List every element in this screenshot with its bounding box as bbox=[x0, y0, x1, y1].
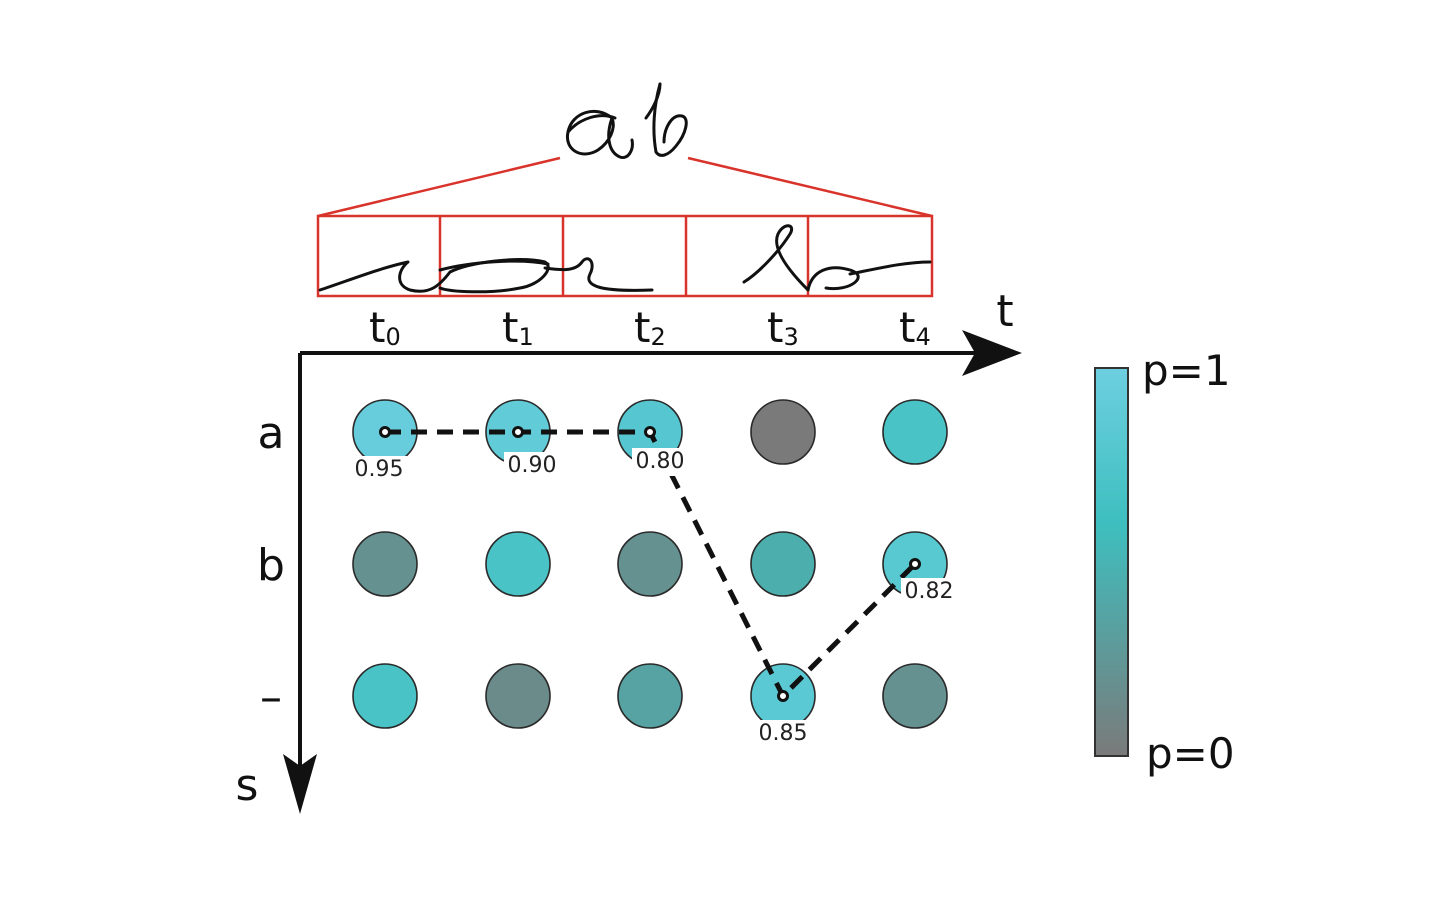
path-probability-label: 0.90 bbox=[508, 453, 557, 478]
state-label: – bbox=[260, 672, 282, 723]
probability-node bbox=[485, 531, 551, 597]
probability-node bbox=[352, 663, 418, 729]
path-probability-label: 0.85 bbox=[759, 721, 808, 746]
path-point bbox=[777, 690, 789, 702]
probability-node bbox=[882, 399, 948, 465]
path-label-bg bbox=[901, 578, 957, 606]
state-axis-label: s bbox=[236, 760, 259, 811]
path-probability-label: 0.95 bbox=[355, 457, 404, 482]
time-step-label: t4 bbox=[899, 303, 931, 352]
time-axis bbox=[300, 330, 1022, 376]
path-label-bg bbox=[351, 456, 407, 484]
colorbar-gradient bbox=[1094, 367, 1129, 757]
handwriting-word-image bbox=[565, 82, 688, 160]
time-step-label: t1 bbox=[502, 303, 534, 352]
path-label-bg bbox=[755, 720, 811, 748]
state-label: a bbox=[258, 408, 285, 459]
probability-node bbox=[617, 663, 683, 729]
colorbar: p=1 p=0 bbox=[1094, 346, 1235, 778]
path-probability-labels: 0.95 0.90 0.80 0.85 0.82 bbox=[351, 448, 957, 748]
probability-node bbox=[352, 531, 418, 597]
frame-strip bbox=[316, 214, 934, 298]
path-label-bg bbox=[504, 452, 560, 480]
path-point bbox=[512, 426, 524, 438]
path-probability-label: 0.82 bbox=[905, 579, 954, 604]
probability-node bbox=[750, 531, 816, 597]
probability-node bbox=[750, 399, 816, 465]
state-labels: a b – bbox=[257, 408, 285, 723]
probability-node bbox=[485, 663, 551, 729]
time-step-label: t2 bbox=[634, 303, 666, 352]
time-step-labels: t0 t1 t2 t3 t4 bbox=[369, 303, 931, 352]
path-point bbox=[909, 558, 921, 570]
colorbar-bottom-label: p=0 bbox=[1146, 729, 1235, 778]
time-axis-label: t bbox=[996, 286, 1013, 337]
colorbar-top-label: p=1 bbox=[1142, 346, 1231, 395]
probability-node bbox=[882, 663, 948, 729]
best-path bbox=[379, 426, 921, 702]
state-axis bbox=[283, 353, 317, 814]
path-probability-label: 0.80 bbox=[636, 449, 685, 474]
time-step-label: t0 bbox=[369, 303, 401, 352]
path-point bbox=[379, 426, 391, 438]
time-step-label: t3 bbox=[767, 303, 799, 352]
path-label-bg bbox=[632, 448, 688, 476]
state-label: b bbox=[257, 540, 285, 591]
probability-node bbox=[617, 531, 683, 597]
segment-bracket bbox=[317, 156, 933, 218]
path-point bbox=[644, 426, 656, 438]
